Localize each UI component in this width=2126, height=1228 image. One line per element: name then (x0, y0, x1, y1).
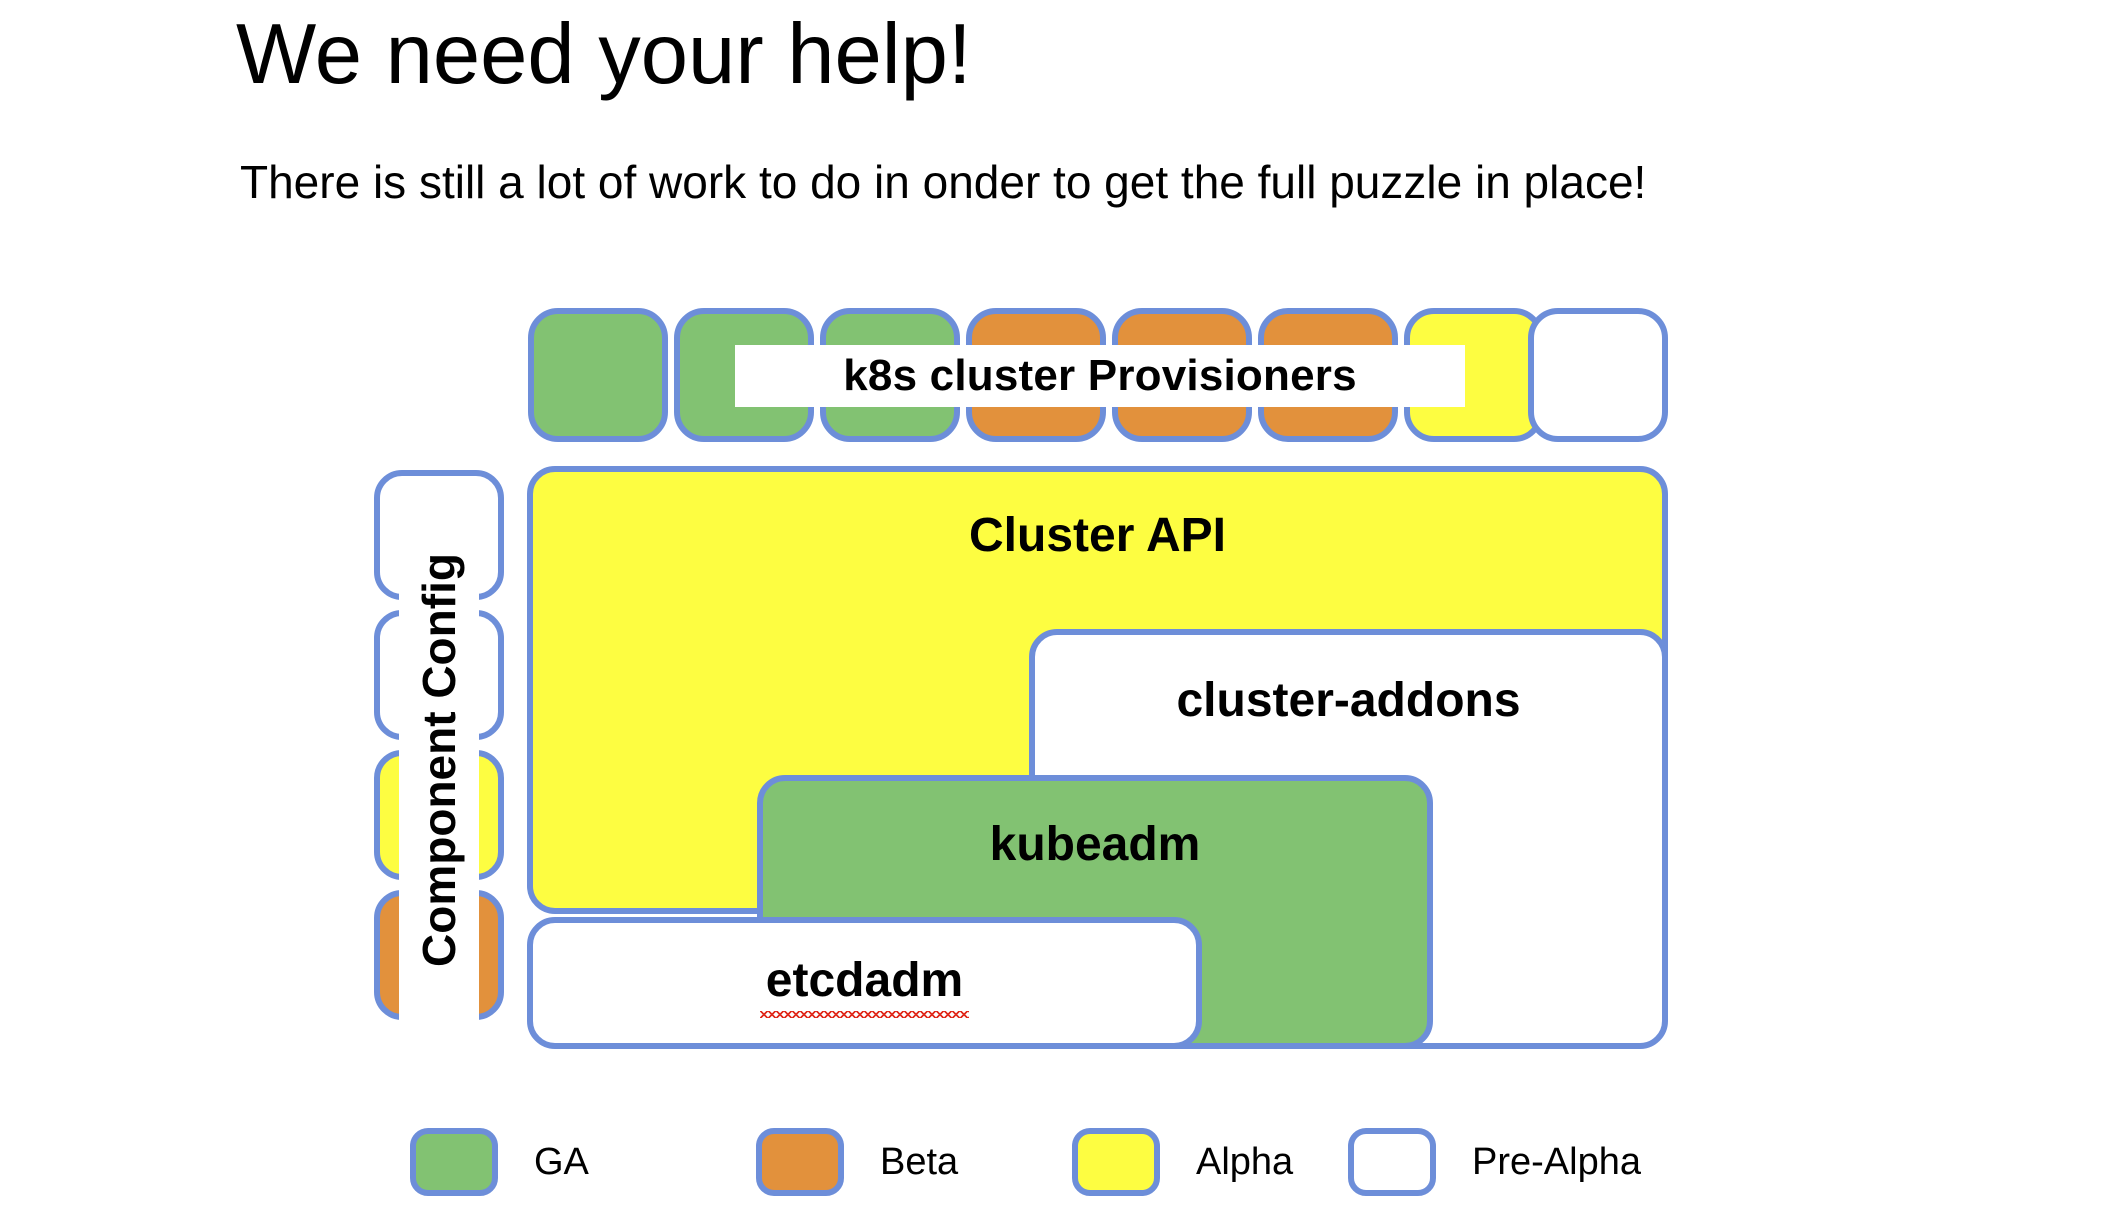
legend-swatch-beta (756, 1128, 844, 1196)
provisioner-box-8 (1528, 308, 1668, 442)
legend-label-ga: GA (534, 1140, 589, 1183)
legend-swatch-alpha (1072, 1128, 1160, 1196)
etcdadm-box: etcdadm (527, 917, 1202, 1049)
status-legend: GA Beta Alpha Pre-Alpha (410, 1128, 1710, 1198)
legend-item-alpha: Alpha (1072, 1128, 1293, 1196)
legend-swatch-pre-alpha (1348, 1128, 1436, 1196)
kubeadm-label: kubeadm (989, 818, 1201, 871)
cluster-addons-label: cluster-addons (1176, 674, 1521, 727)
page-subtitle: There is still a lot of work to do in on… (240, 156, 1647, 208)
k8s-cluster-provisioners-label: k8s cluster Provisioners (735, 345, 1465, 407)
component-config-label: Component Config (399, 487, 479, 1033)
etcdadm-label-wrapper: etcdadm (533, 953, 1196, 1018)
legend-item-ga: GA (410, 1128, 589, 1196)
legend-swatch-ga (410, 1128, 498, 1196)
legend-label-alpha: Alpha (1196, 1140, 1294, 1183)
cluster-api-label: Cluster API (969, 509, 1226, 562)
legend-item-beta: Beta (756, 1128, 958, 1196)
provisioner-box-1 (528, 308, 668, 442)
legend-label-pre-alpha: Pre-Alpha (1472, 1140, 1641, 1183)
legend-label-beta: Beta (880, 1140, 959, 1183)
etcdadm-label: etcdadm (759, 953, 970, 1018)
page-title: We need your help! (236, 7, 972, 102)
legend-item-pre-alpha: Pre-Alpha (1348, 1128, 1641, 1196)
component-config-text: Component Config (413, 553, 466, 967)
